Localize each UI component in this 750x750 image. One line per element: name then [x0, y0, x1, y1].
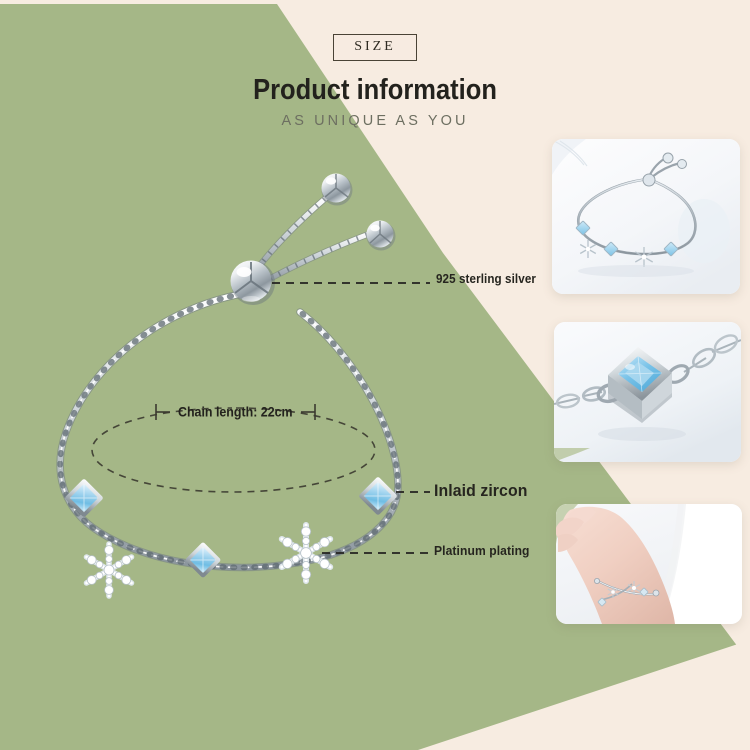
annotation-label-stone: Inlaid zircon [434, 481, 528, 500]
zircon-square-right [359, 477, 397, 515]
end-bead-right [366, 220, 396, 251]
slider-bead [230, 260, 275, 305]
snowflake-charm-right [278, 522, 334, 584]
page-subtitle: AS UNIQUE AS YOU [281, 112, 469, 129]
zircon-square-middle [185, 542, 221, 578]
header: SIZE Product information AS UNIQUE AS YO… [0, 0, 750, 129]
cream-bottom-wedge [418, 640, 750, 750]
chain-length-indicator [91, 404, 376, 493]
leader-lines [272, 282, 430, 554]
page-title: Product information [253, 73, 497, 106]
bracelet-chain [56, 288, 402, 572]
photo-full-bracelet[interactable] [552, 139, 740, 294]
photo-on-wrist[interactable] [556, 504, 742, 624]
photo-full-bracelet-image [552, 139, 740, 294]
photo-zircon-closeup-image [554, 322, 741, 462]
zircon-square-left [65, 479, 103, 517]
photo-on-wrist-image [556, 504, 742, 624]
chain-length-label: Chain length: 22cm [178, 404, 293, 420]
end-bead-left [321, 173, 353, 206]
photo-zircon-closeup[interactable] [554, 322, 741, 462]
snowflake-charm-left [83, 541, 135, 599]
annotation-label-finish: Platinum plating [434, 543, 530, 558]
size-badge: SIZE [333, 34, 417, 61]
annotation-label-material: 925 sterling silver [436, 272, 536, 286]
